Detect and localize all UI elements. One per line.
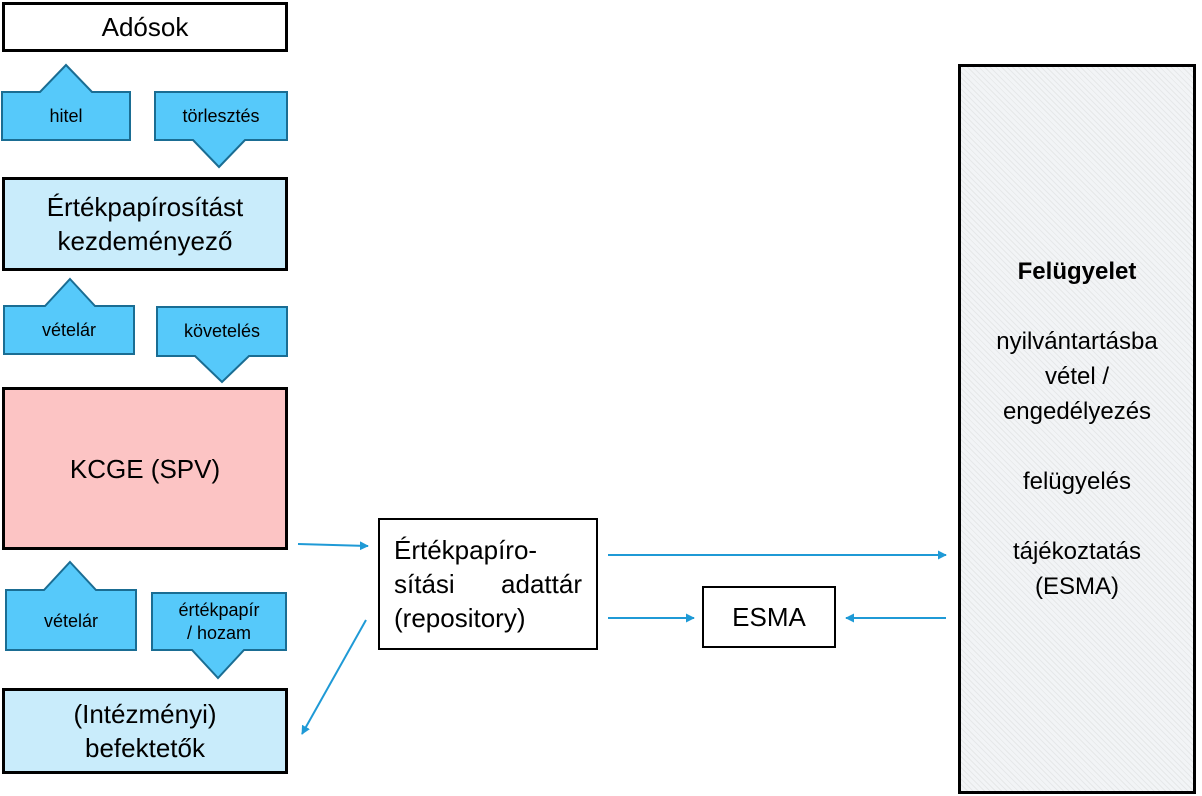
repository-to-investors-connector bbox=[301, 619, 367, 735]
repository-label-line2b: adattár bbox=[501, 569, 582, 599]
supervision-line2: vétel / bbox=[1044, 363, 1110, 390]
debtors-box: Adósok bbox=[2, 2, 288, 52]
investors-label-line1: (Intézményi) bbox=[73, 699, 217, 729]
receivable-label: követelés bbox=[184, 321, 260, 341]
security-yield-down-arrow: értékpapír / hozam bbox=[151, 592, 287, 680]
originator-label-line1: Értékpapírosítást bbox=[46, 192, 244, 222]
originator-box: Értékpapírosítást kezdeményező bbox=[2, 177, 288, 271]
repayment-label: törlesztés bbox=[182, 106, 259, 126]
supervision-line4: felügyelés bbox=[1022, 468, 1132, 495]
repository-label-line2: sítási adattár bbox=[394, 567, 582, 601]
receivable-down-arrow: követelés bbox=[156, 306, 288, 384]
debtors-label: Adósok bbox=[101, 12, 189, 42]
investors-label-line2: befektetők bbox=[85, 733, 205, 763]
supervision-box: Felügyelet nyilvántartásba vétel / enged… bbox=[958, 64, 1196, 794]
loan-label: hitel bbox=[49, 106, 82, 126]
supervision-line5: tájékoztatás bbox=[1012, 538, 1142, 565]
originator-label-line2: kezdeményező bbox=[57, 226, 233, 256]
repayment-down-arrow: törlesztés bbox=[154, 91, 288, 169]
spv-to-repository-connector bbox=[297, 541, 369, 551]
investors-box: (Intézményi) befektetők bbox=[2, 688, 288, 774]
esma-box: ESMA bbox=[702, 586, 836, 648]
purchase-price-2-label: vételár bbox=[44, 611, 98, 631]
repository-label-line2a: sítási bbox=[394, 569, 455, 599]
supervision-line3: engedélyezés bbox=[1002, 398, 1152, 425]
repository-label-line1: Értékpapíro- bbox=[394, 535, 538, 565]
supervision-line6: (ESMA) bbox=[1035, 573, 1119, 600]
purchase-price-up-arrow: vételár bbox=[3, 277, 135, 355]
purchase-price-label: vételár bbox=[42, 320, 96, 340]
esma-label: ESMA bbox=[732, 602, 806, 632]
loan-up-arrow: hitel bbox=[1, 63, 131, 141]
purchase-price-2-up-arrow: vételár bbox=[5, 560, 137, 651]
supervision-title: Felügyelet bbox=[1017, 258, 1137, 285]
spv-box: KCGE (SPV) bbox=[2, 387, 288, 550]
security-yield-label-line2: / hozam bbox=[187, 623, 251, 643]
supervision-line1: nyilvántartásba bbox=[996, 328, 1158, 355]
spv-label: KCGE (SPV) bbox=[69, 453, 221, 484]
repository-box: Értékpapíro- sítási adattár (repository) bbox=[378, 518, 598, 650]
repository-label-line3: (repository) bbox=[394, 603, 526, 633]
security-yield-label-line1: értékpapír bbox=[178, 600, 259, 620]
